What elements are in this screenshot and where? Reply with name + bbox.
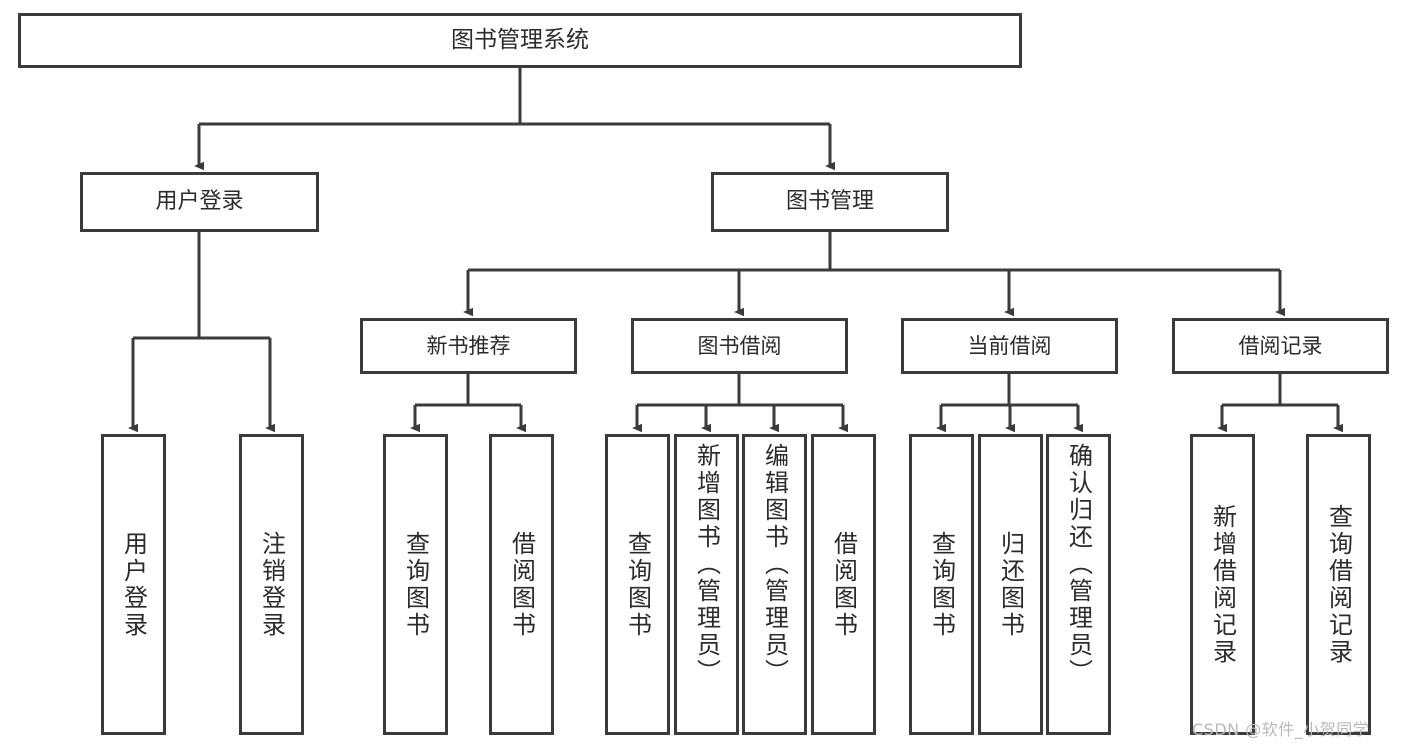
node-label: 新增图书（管理员）	[692, 443, 721, 686]
node-book-borrow[interactable]: 图书借阅	[631, 318, 848, 374]
node-leaf-confirm-return[interactable]: 确认归还（管理员）	[1046, 434, 1111, 735]
node-leaf-query-book-2[interactable]: 查询图书	[605, 434, 670, 735]
node-label: 查询借阅记录	[1324, 503, 1353, 666]
watermark-text: CSDN @软件_小贺同学	[1192, 720, 1370, 739]
node-leaf-add-record[interactable]: 新增借阅记录	[1190, 434, 1255, 735]
node-label: 新书推荐	[426, 333, 511, 358]
node-leaf-query-book-1[interactable]: 查询图书	[383, 434, 448, 735]
node-label: 查询图书	[927, 530, 956, 639]
node-label: 用户登录	[119, 530, 148, 639]
node-label: 图书借阅	[697, 333, 782, 358]
node-label: 借阅图书	[507, 530, 536, 639]
node-leaf-query-record[interactable]: 查询借阅记录	[1306, 434, 1371, 735]
node-label: 用户登录	[155, 189, 244, 215]
node-leaf-add-book[interactable]: 新增图书（管理员）	[674, 434, 739, 735]
node-label: 查询图书	[401, 530, 430, 639]
node-label: 当前借阅	[967, 333, 1052, 358]
node-book-management-system[interactable]: 图书管理系统	[18, 13, 1022, 68]
node-label: 查询图书	[623, 530, 652, 639]
node-borrow-record[interactable]: 借阅记录	[1172, 318, 1389, 374]
node-current-borrow[interactable]: 当前借阅	[901, 318, 1118, 374]
node-label: 图书管理	[785, 189, 874, 215]
node-leaf-edit-book[interactable]: 编辑图书（管理员）	[742, 434, 807, 735]
node-label: 新增借阅记录	[1208, 503, 1237, 666]
node-label: 确认归还（管理员）	[1064, 443, 1093, 686]
node-new-book-recommend[interactable]: 新书推荐	[360, 318, 577, 374]
node-leaf-return-book[interactable]: 归还图书	[978, 434, 1043, 735]
node-label: 借阅记录	[1238, 333, 1323, 358]
node-label: 归还图书	[996, 530, 1025, 639]
node-label: 图书管理系统	[451, 27, 589, 54]
node-book-management[interactable]: 图书管理	[711, 172, 949, 232]
node-user-login[interactable]: 用户登录	[80, 172, 319, 232]
node-label: 注销登录	[257, 530, 286, 639]
node-leaf-borrow-book-1[interactable]: 借阅图书	[489, 434, 554, 735]
node-leaf-logout-login[interactable]: 注销登录	[239, 434, 304, 735]
node-label: 借阅图书	[829, 530, 858, 639]
node-leaf-borrow-book-2[interactable]: 借阅图书	[811, 434, 876, 735]
node-label: 编辑图书（管理员）	[760, 443, 789, 686]
node-leaf-user-login[interactable]: 用户登录	[101, 434, 166, 735]
node-leaf-query-book-3[interactable]: 查询图书	[909, 434, 974, 735]
